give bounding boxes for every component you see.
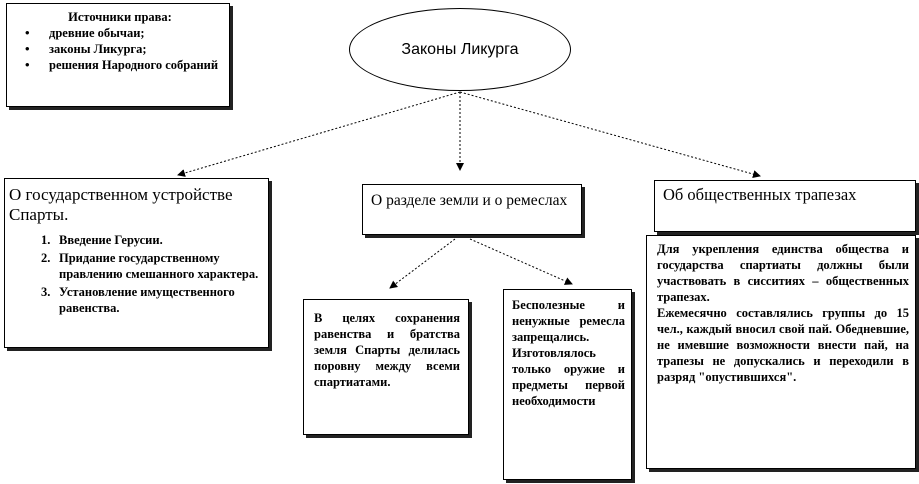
state-item-text: Введение Герусии. xyxy=(59,233,163,247)
meals-text-2: Ежемесячно составлялись группы до 15 чел… xyxy=(657,306,909,384)
state-item-text: Установление имущественного равенства. xyxy=(59,285,235,315)
meals-box: Об общественных трапезах xyxy=(654,180,916,232)
state-box: О государственном устройстве Спарты. 1. В… xyxy=(4,178,269,348)
arrow-to-land-left xyxy=(389,238,456,289)
arrow-to-state xyxy=(177,91,461,177)
state-item-number: 1. xyxy=(41,233,51,247)
state-item: 2. Придание государственному правлению см… xyxy=(9,250,262,282)
center-title: Законы Ликурга xyxy=(401,40,519,58)
arrow-to-meals xyxy=(459,91,761,178)
meals-text-box: Для укрепления единства общества и госуд… xyxy=(646,235,916,469)
arrow-to-land-right xyxy=(469,238,573,285)
land-heading: О разделе земли и о ремеслах xyxy=(371,192,568,209)
meals-heading: Об общественных трапезах xyxy=(663,185,857,204)
sources-item: решения Народного собраний xyxy=(17,57,223,73)
sources-item: законы Ликурга; xyxy=(17,41,223,57)
meals-text-1: Для укрепления единства общества и госуд… xyxy=(657,242,909,304)
state-item-text: Придание государственному правлению смеш… xyxy=(59,251,259,281)
sources-list: древние обычаи; законы Ликурга; решения … xyxy=(17,25,223,73)
sources-box: Источники права: древние обычаи; законы … xyxy=(6,3,230,107)
land-right-box: Бесполезные и ненужные ремесла запрещали… xyxy=(503,289,632,480)
land-box: О разделе земли и о ремеслах xyxy=(362,184,582,235)
land-left-box: В целях сохранения равенства и братства … xyxy=(303,299,469,435)
state-heading: О государственном устройстве Спарты. xyxy=(9,185,233,224)
state-item-number: 2. xyxy=(41,251,51,265)
state-item: 1. Введение Герусии. xyxy=(9,232,262,248)
state-item: 3. Установление имущественного равенства. xyxy=(9,284,262,316)
land-right-text: Бесполезные и ненужные ремесла запрещали… xyxy=(512,298,625,408)
main-ellipse: Законы Ликурга xyxy=(349,8,571,91)
sources-item: древние обычаи; xyxy=(17,25,223,41)
state-item-number: 3. xyxy=(41,285,51,299)
land-left-text: В целях сохранения равенства и братства … xyxy=(314,311,460,389)
sources-title: Источники права: xyxy=(68,10,172,24)
state-list: 1. Введение Герусии. 2. Придание государст… xyxy=(9,232,262,316)
